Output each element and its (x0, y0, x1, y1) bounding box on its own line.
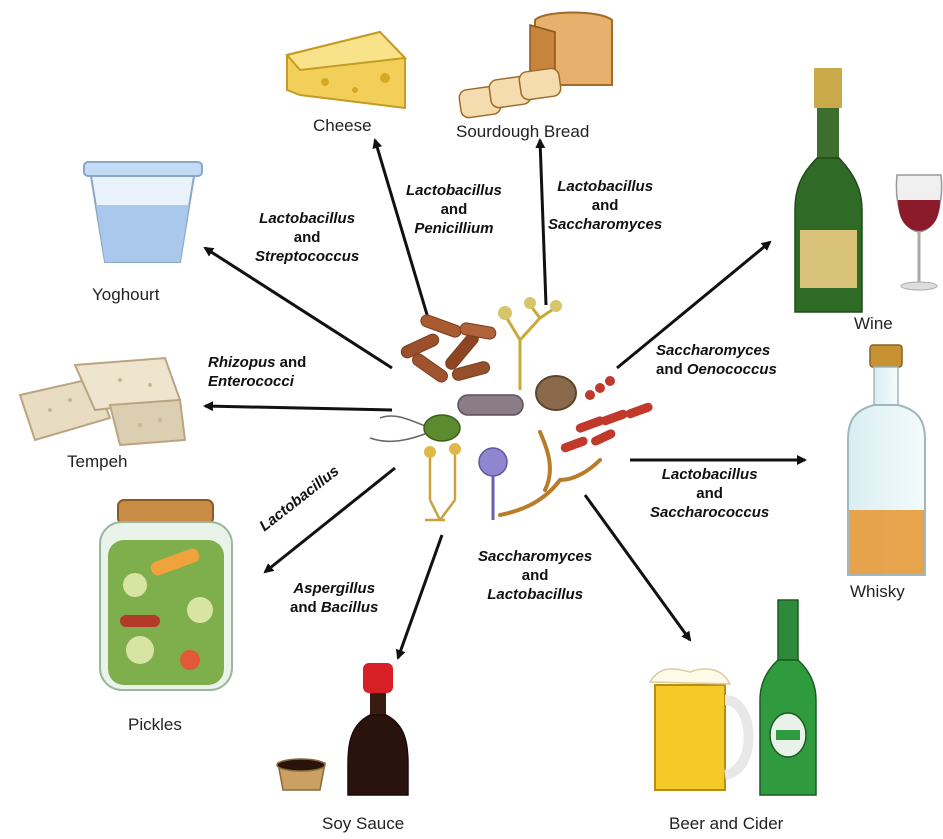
microbes-cheese: Lactobacillus and Penicillium (406, 182, 502, 238)
microbe-and: and (279, 354, 307, 371)
arrow-to-cheese (372, 138, 430, 319)
yoghourt-label: Yoghourt (92, 285, 160, 304)
tempeh-label: Tempeh (67, 452, 128, 471)
fungal-hyphae-icon (498, 297, 562, 390)
arrow-to-wine (616, 240, 772, 370)
microbes-yoghourt: Lactobacillus and Streptococcus (255, 210, 359, 266)
microbe-name: Lactobacillus (661, 466, 758, 483)
rod-bacteria-icon (400, 314, 497, 383)
soy-sauce-icon (276, 663, 409, 796)
microbes-wine: Saccharomyces and Oenococcus (656, 342, 777, 380)
microbe-name: Bacillus (320, 598, 379, 616)
beer-and-cider-label: Beer and Cider (669, 814, 784, 833)
tempeh-icon (18, 356, 187, 447)
microbe-name: Aspergillus (293, 580, 376, 597)
microbe-name: Oenococcus (686, 360, 777, 378)
microbes-tempeh: Rhizopus and Enterococci (208, 354, 306, 392)
microbe-and: and (440, 200, 468, 218)
soy-sauce-label: Soy Sauce (322, 814, 405, 833)
wine-label: Wine (854, 314, 893, 333)
microbe-name: Rhizopus (208, 354, 276, 371)
microbe-name: Penicillium (414, 219, 494, 237)
pickles-jar-icon (99, 499, 233, 691)
green-bottle-icon (759, 599, 817, 796)
microbe-name: Lactobacillus (557, 178, 654, 195)
microbes-soy: Aspergillus and Bacillus (290, 580, 378, 618)
sourdough-bread-icon (458, 11, 613, 119)
microbe-name: Lactobacillus (487, 585, 584, 603)
arrow-to-beer (583, 494, 692, 642)
microbes-whisky: Lactobacillus and Saccharococcus (650, 466, 769, 522)
chain-bacteria-icon (560, 376, 653, 453)
microbe-name: Enterococci (208, 372, 294, 390)
aspergillus-icon (424, 443, 461, 522)
microbe-and: and (591, 196, 619, 214)
microbes-bread: Lactobacillus and Saccharomyces (548, 178, 662, 234)
sourdough-bread-label: Sourdough Bread (456, 122, 590, 141)
arrow-to-pickles (263, 466, 396, 574)
cheese-icon (285, 30, 408, 110)
yoghourt-icon (83, 161, 203, 263)
wine-glass-icon (895, 174, 943, 291)
wine-bottle-icon (794, 68, 863, 313)
yeast-cell-icon (535, 375, 577, 411)
microbe-and: and (521, 566, 549, 584)
whisky-label: Whisky (850, 582, 905, 601)
cheese-label: Cheese (313, 116, 372, 135)
microbe-name: Saccharomyces (478, 548, 593, 565)
microbe-and: and (290, 598, 317, 616)
rhizopus-icon (498, 430, 602, 517)
microbe-and: and (656, 360, 683, 378)
arrow-to-bread (535, 138, 548, 306)
microbe-name: Saccharomyces (548, 215, 663, 233)
microbe-name: Saccharomyces (656, 342, 771, 359)
microbe-name: Lactobacillus (259, 210, 356, 227)
penicillium-icon (478, 447, 508, 520)
microbe-name: Streptococcus (255, 247, 360, 265)
arrow-to-soy (395, 534, 444, 660)
arrow-to-yoghourt (203, 246, 393, 370)
arrows (203, 138, 807, 660)
arrow-to-tempeh (203, 401, 393, 412)
microbe-and: and (293, 228, 321, 246)
pickles-label: Pickles (128, 715, 182, 734)
grey-cell-icon (457, 394, 524, 416)
microbe-name: Saccharococcus (650, 503, 770, 521)
whisky-bottle-icon (847, 344, 926, 576)
flagellated-bacterium-icon (369, 414, 461, 443)
microbes-beer: Saccharomyces and Lactobacillus (478, 548, 592, 604)
microbe-cluster (369, 297, 653, 522)
microbe-and: and (696, 484, 723, 502)
beer-mug-icon (648, 668, 754, 791)
microbe-name: Lactobacillus (406, 182, 502, 199)
